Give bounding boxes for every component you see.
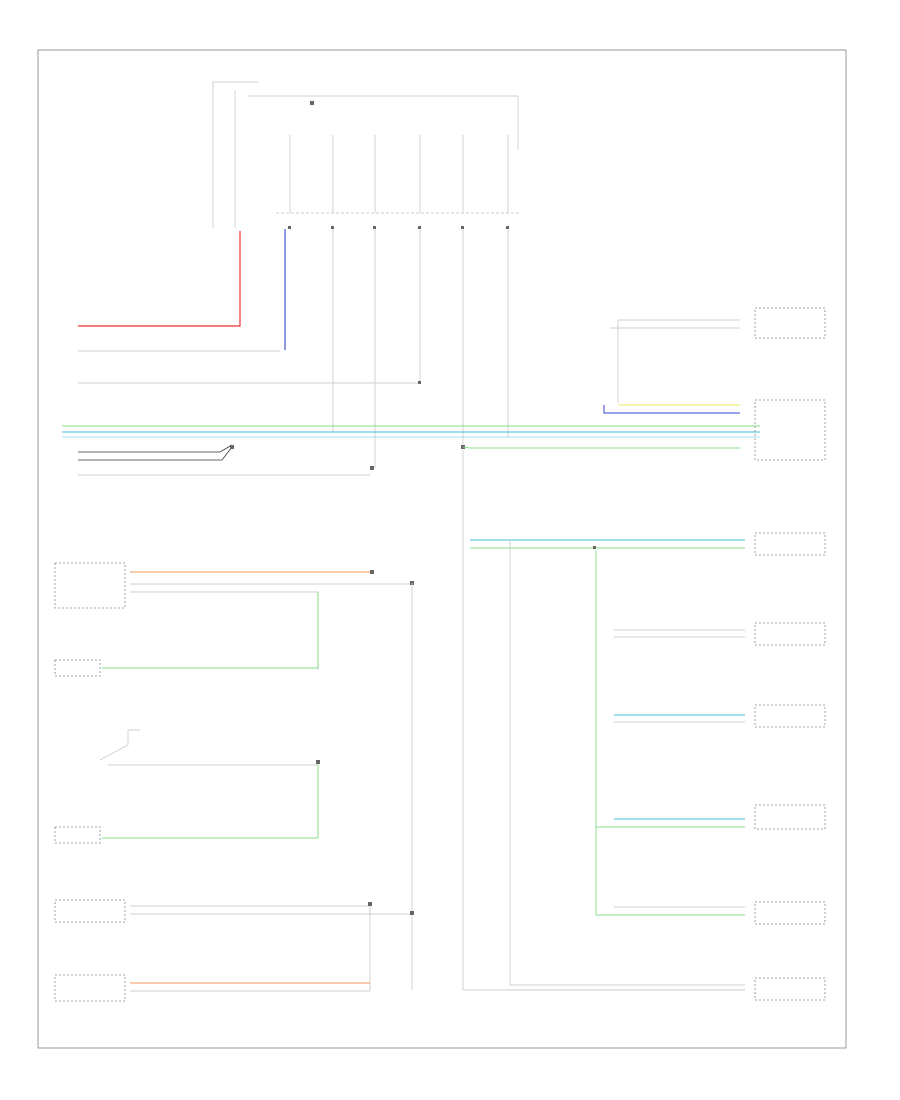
left-module: [62, 350, 760, 476]
left-component-4: [54, 765, 319, 844]
center-hub: [462, 450, 745, 991]
right-component-7: [614, 901, 826, 925]
diagram-frame: [37, 49, 847, 1049]
right-component-1: [610, 307, 826, 403]
left-component-3: [99, 729, 320, 766]
left-component-2: [54, 592, 319, 677]
right-component-3: [754, 532, 826, 556]
right-component-8: [754, 977, 826, 1001]
left-component-1: [54, 562, 414, 990]
right-component-2: [462, 399, 826, 461]
left-component-6: [54, 974, 371, 1002]
right-component-4: [614, 622, 826, 646]
left-component-5: [54, 899, 414, 990]
top-harness: [78, 81, 520, 468]
right-component-5: [614, 704, 826, 728]
right-component-6: [596, 804, 826, 830]
